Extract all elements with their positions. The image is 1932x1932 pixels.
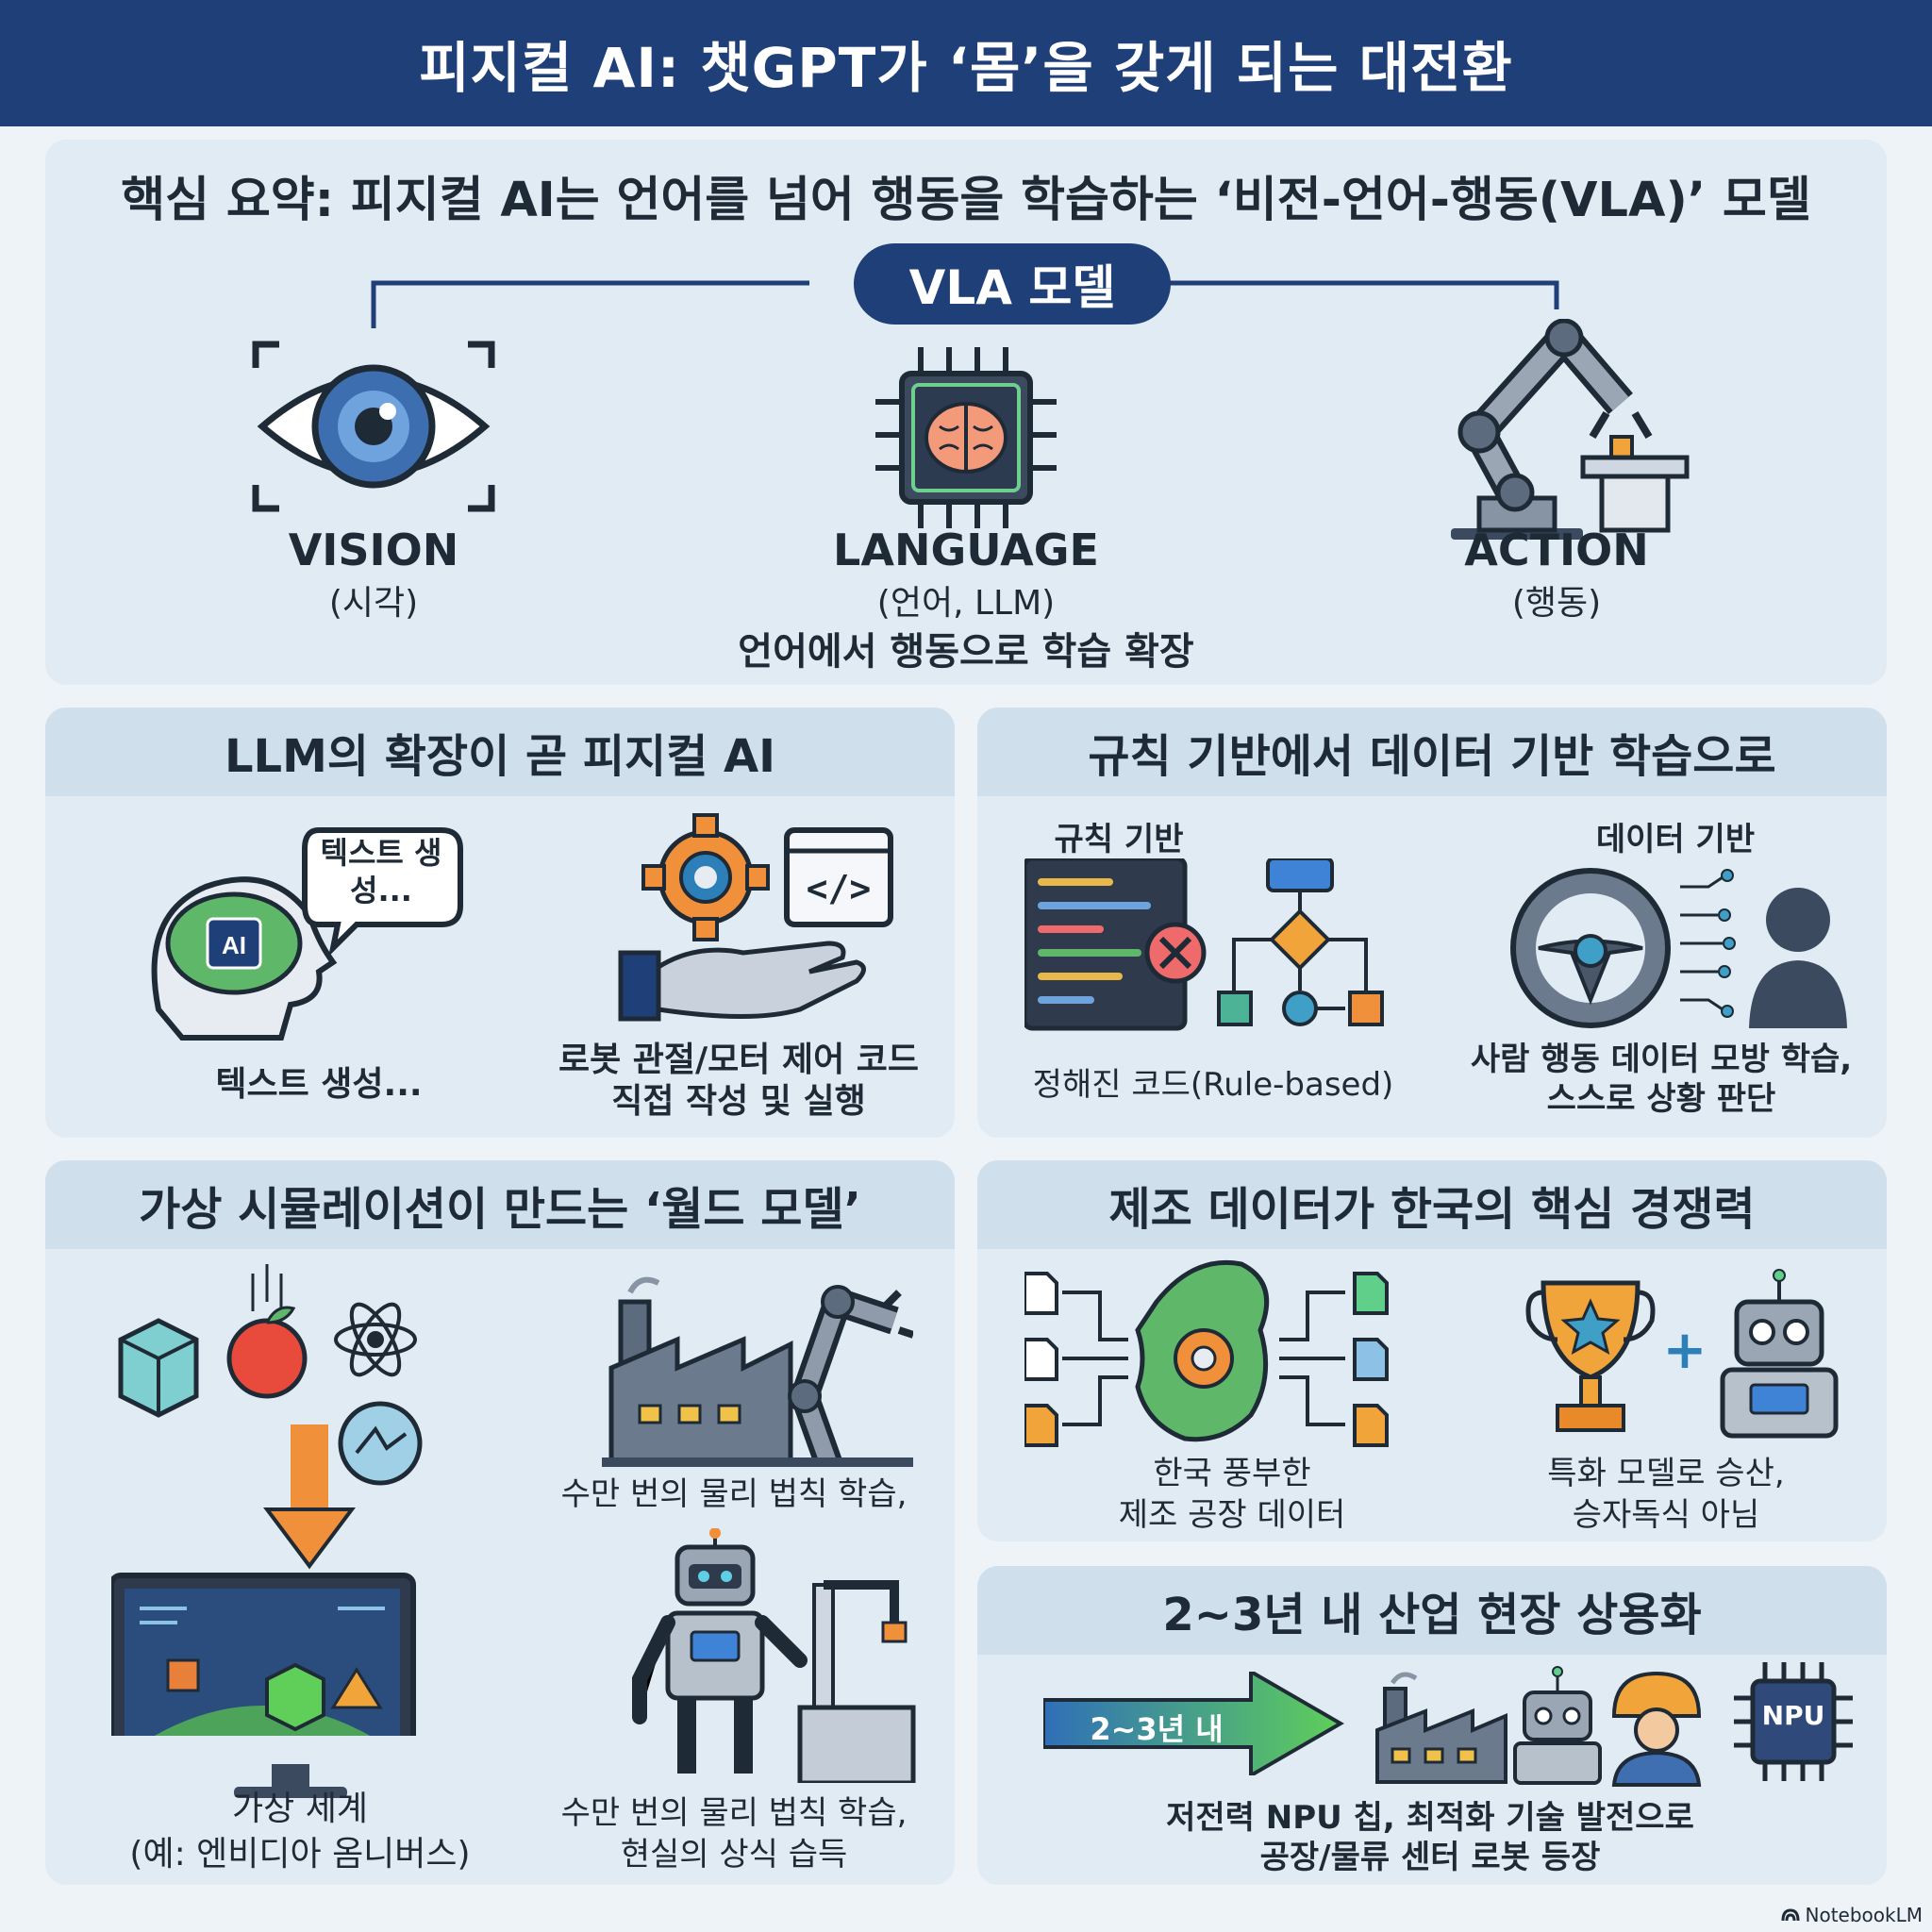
page-header: 피지컬 AI: 챗GPT가 ‘몸’을 갖게 되는 대전환 <box>0 0 1932 126</box>
ai-chip-label: AI <box>222 931 246 959</box>
svg-text:</>: </> <box>807 868 872 909</box>
korea-right-caption-1: 특화 모델로 승산, <box>1547 1455 1785 1492</box>
korea-right-caption-2: 승자독식 아님 <box>1572 1496 1760 1534</box>
factory-robot-worker-icon <box>1375 1666 1702 1787</box>
vision-sub: (시각) <box>328 584 419 623</box>
llm-left-caption: 텍스트 생성... <box>215 1065 423 1104</box>
commercial-caption-1: 저전력 NPU 칩, 최적화 기술 발전으로 <box>1166 1799 1694 1837</box>
korea-left-caption-1: 한국 풍부한 <box>1153 1455 1311 1492</box>
world-model-title: 가상 시뮬레이션이 만드는 ‘월드 모델’ <box>45 1160 955 1249</box>
page-title: 피지컬 AI: 챗GPT가 ‘몸’을 갖게 되는 대전환 <box>419 36 1513 100</box>
brand-name: NotebookLM <box>1805 1904 1924 1926</box>
summary-title: 핵심 요약: 피지컬 AI는 언어를 넘어 행동을 학습하는 ‘비전-언어-행동… <box>121 173 1811 228</box>
world-model-panel: 가상 시뮬레이션이 만드는 ‘월드 모델’ 가상 세계 (예: 엔비디아 옴니버… <box>45 1160 955 1885</box>
rule-based-label: 규칙 기반 <box>1054 821 1184 858</box>
robot-arm-icon <box>1451 319 1690 540</box>
steering-data-person-icon <box>1510 868 1847 1028</box>
commercialization-title: 2~3년 내 산업 현장 상용화 <box>977 1566 1887 1655</box>
language-note: 언어에서 행동으로 학습 확장 <box>738 630 1194 674</box>
llm-panel: LLM의 확장이 곧 피지컬 AI AI 텍스트 생성... 텍스트 생성...… <box>45 708 955 1138</box>
language-title: LANGUAGE <box>833 525 1099 575</box>
brain-chip-icon <box>875 347 1057 528</box>
korea-left-caption-2: 제조 공장 데이터 <box>1118 1496 1346 1534</box>
world-caption-top: 수만 번의 물리 법칙 학습, <box>560 1475 908 1513</box>
code-flowchart-icon <box>1024 858 1384 1031</box>
timeline-arrow-icon <box>1043 1672 1344 1775</box>
commercialization-panel: 2~3년 내 산업 현장 상용화 2~3년 내 NPU 저전력 NPU <box>977 1566 1887 1885</box>
eye-icon <box>252 341 495 512</box>
vla-model-pill: VLA 모델 <box>854 243 1171 325</box>
world-caption-left-1: 가상 세계 <box>232 1790 368 1828</box>
korea-title: 제조 데이터가 한국의 핵심 경쟁력 <box>977 1160 1887 1249</box>
commercial-caption-2: 공장/물류 센터 로봇 등장 <box>1259 1839 1601 1876</box>
physics-simulation-icon <box>111 1264 423 1736</box>
notebooklm-logo-icon <box>1781 1908 1799 1922</box>
data-based-label: 데이터 기반 <box>1595 821 1756 858</box>
trophy-robot-icon: + <box>1525 1269 1839 1439</box>
llm-right-caption-2: 직접 작성 및 실행 <box>611 1082 866 1121</box>
llm-right-caption-1: 로봇 관절/모터 제어 코드 <box>558 1041 919 1079</box>
action-sub: (행동) <box>1511 584 1602 623</box>
korea-data-map-icon <box>1024 1259 1389 1447</box>
factory-robot-arm-icon <box>602 1276 913 1468</box>
summary-panel: 핵심 요약: 피지컬 AI는 언어를 넘어 행동을 학습하는 ‘비전-언어-행동… <box>45 140 1887 685</box>
rules-title: 규칙 기반에서 데이터 기반 학습으로 <box>977 708 1887 796</box>
vision-title: VISION <box>288 525 459 575</box>
world-caption-bottom-2: 현실의 상식 습득 <box>620 1836 848 1874</box>
rules-right-caption-1: 사람 행동 데이터 모방 학습, <box>1470 1041 1853 1078</box>
llm-title: LLM의 확장이 곧 피지컬 AI <box>45 708 955 796</box>
rules-right-caption-2: 스스로 상황 판단 <box>1546 1080 1776 1118</box>
world-caption-left-2: (예: 엔비디아 옴니버스) <box>129 1835 471 1874</box>
world-caption-bottom-1: 수만 번의 물리 법칙 학습, <box>560 1794 908 1832</box>
humanoid-robot-workstation-icon <box>632 1528 916 1783</box>
rules-panel: 규칙 기반에서 데이터 기반 학습으로 규칙 기반 데이터 기반 정해진 코드(… <box>977 708 1887 1138</box>
action-title: ACTION <box>1464 525 1649 575</box>
svg-text:+: + <box>1663 1320 1707 1381</box>
monitor-stand-icon <box>234 1764 347 1798</box>
vla-connector-lines <box>371 280 1559 328</box>
ai-head-icon: AI <box>151 827 463 1041</box>
language-sub: (언어, LLM) <box>876 584 1056 623</box>
npu-chip-label: NPU <box>1761 1700 1825 1731</box>
npu-chip-icon <box>1734 1662 1853 1781</box>
speech-bubble-text: 텍스트 생성... <box>320 835 442 908</box>
brand-watermark: NotebookLM <box>1781 1904 1924 1926</box>
timeline-arrow-label: 2~3년 내 <box>1090 1711 1224 1747</box>
korea-panel: 제조 데이터가 한국의 핵심 경쟁력 한국 풍부한 제조 공장 데이터 + <box>977 1160 1887 1541</box>
rules-left-caption: 정해진 코드(Rule-based) <box>1032 1066 1394 1104</box>
robot-hand-code-icon: </> <box>618 813 893 1022</box>
